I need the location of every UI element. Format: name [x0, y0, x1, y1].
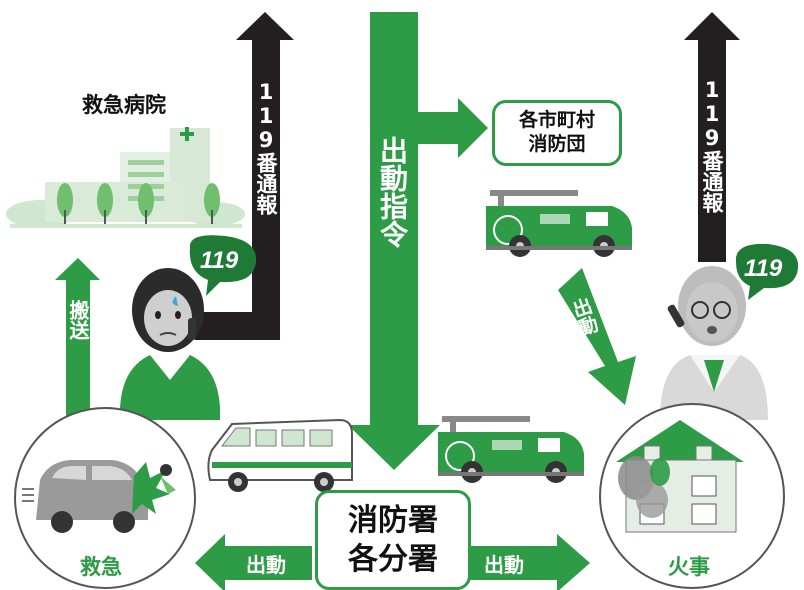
burning-house-icon — [616, 420, 744, 533]
dispatch-arrow-left — [195, 534, 312, 590]
dispatch-diagonal-arrow — [558, 268, 636, 405]
municipal-label-line1: 各市町村 — [518, 109, 595, 132]
transport-arrow — [55, 258, 100, 420]
fire-station-box: 消防署 各分署 — [315, 490, 471, 590]
dispatch-arrow-right — [470, 534, 590, 590]
fire-engine-icon — [438, 416, 584, 483]
hospital-icon — [6, 127, 245, 228]
ambulance-icon — [207, 418, 353, 492]
municipal-label-line2: 消防団 — [528, 133, 586, 155]
fire-label: 火事 — [668, 555, 710, 579]
fire-engine-icon — [486, 190, 632, 257]
report-arrow-right — [684, 12, 740, 262]
dispatch-order-arrow — [348, 12, 440, 470]
speech-bubble-right — [735, 243, 799, 300]
car-accident-icon — [22, 460, 176, 533]
woman-caller-icon — [119, 235, 257, 420]
report-label-right: 119番通報 — [700, 78, 724, 213]
fire-station-line1: 消防署 — [348, 503, 438, 538]
dispatch-left-label: 出動 — [246, 554, 286, 577]
transport-label: 搬送 — [66, 300, 90, 340]
report-arrow-left — [195, 12, 294, 340]
fire-station-line2: 各分署 — [348, 542, 438, 577]
dispatch-order-label: 出動指令 — [376, 136, 409, 248]
hospital-label: 救急病院 — [82, 93, 166, 117]
speech-bubble-left — [189, 235, 257, 296]
municipal-branch-arrow — [418, 98, 488, 158]
municipal-fire-corps-box: 各市町村 消防団 — [492, 100, 622, 166]
dispatch-right-label: 出動 — [484, 554, 524, 577]
call-number-right: 119 — [744, 255, 783, 282]
report-label-left: 119番通報 — [254, 80, 278, 215]
call-number-left: 119 — [200, 247, 239, 274]
emergency-label: 救急 — [80, 555, 122, 579]
